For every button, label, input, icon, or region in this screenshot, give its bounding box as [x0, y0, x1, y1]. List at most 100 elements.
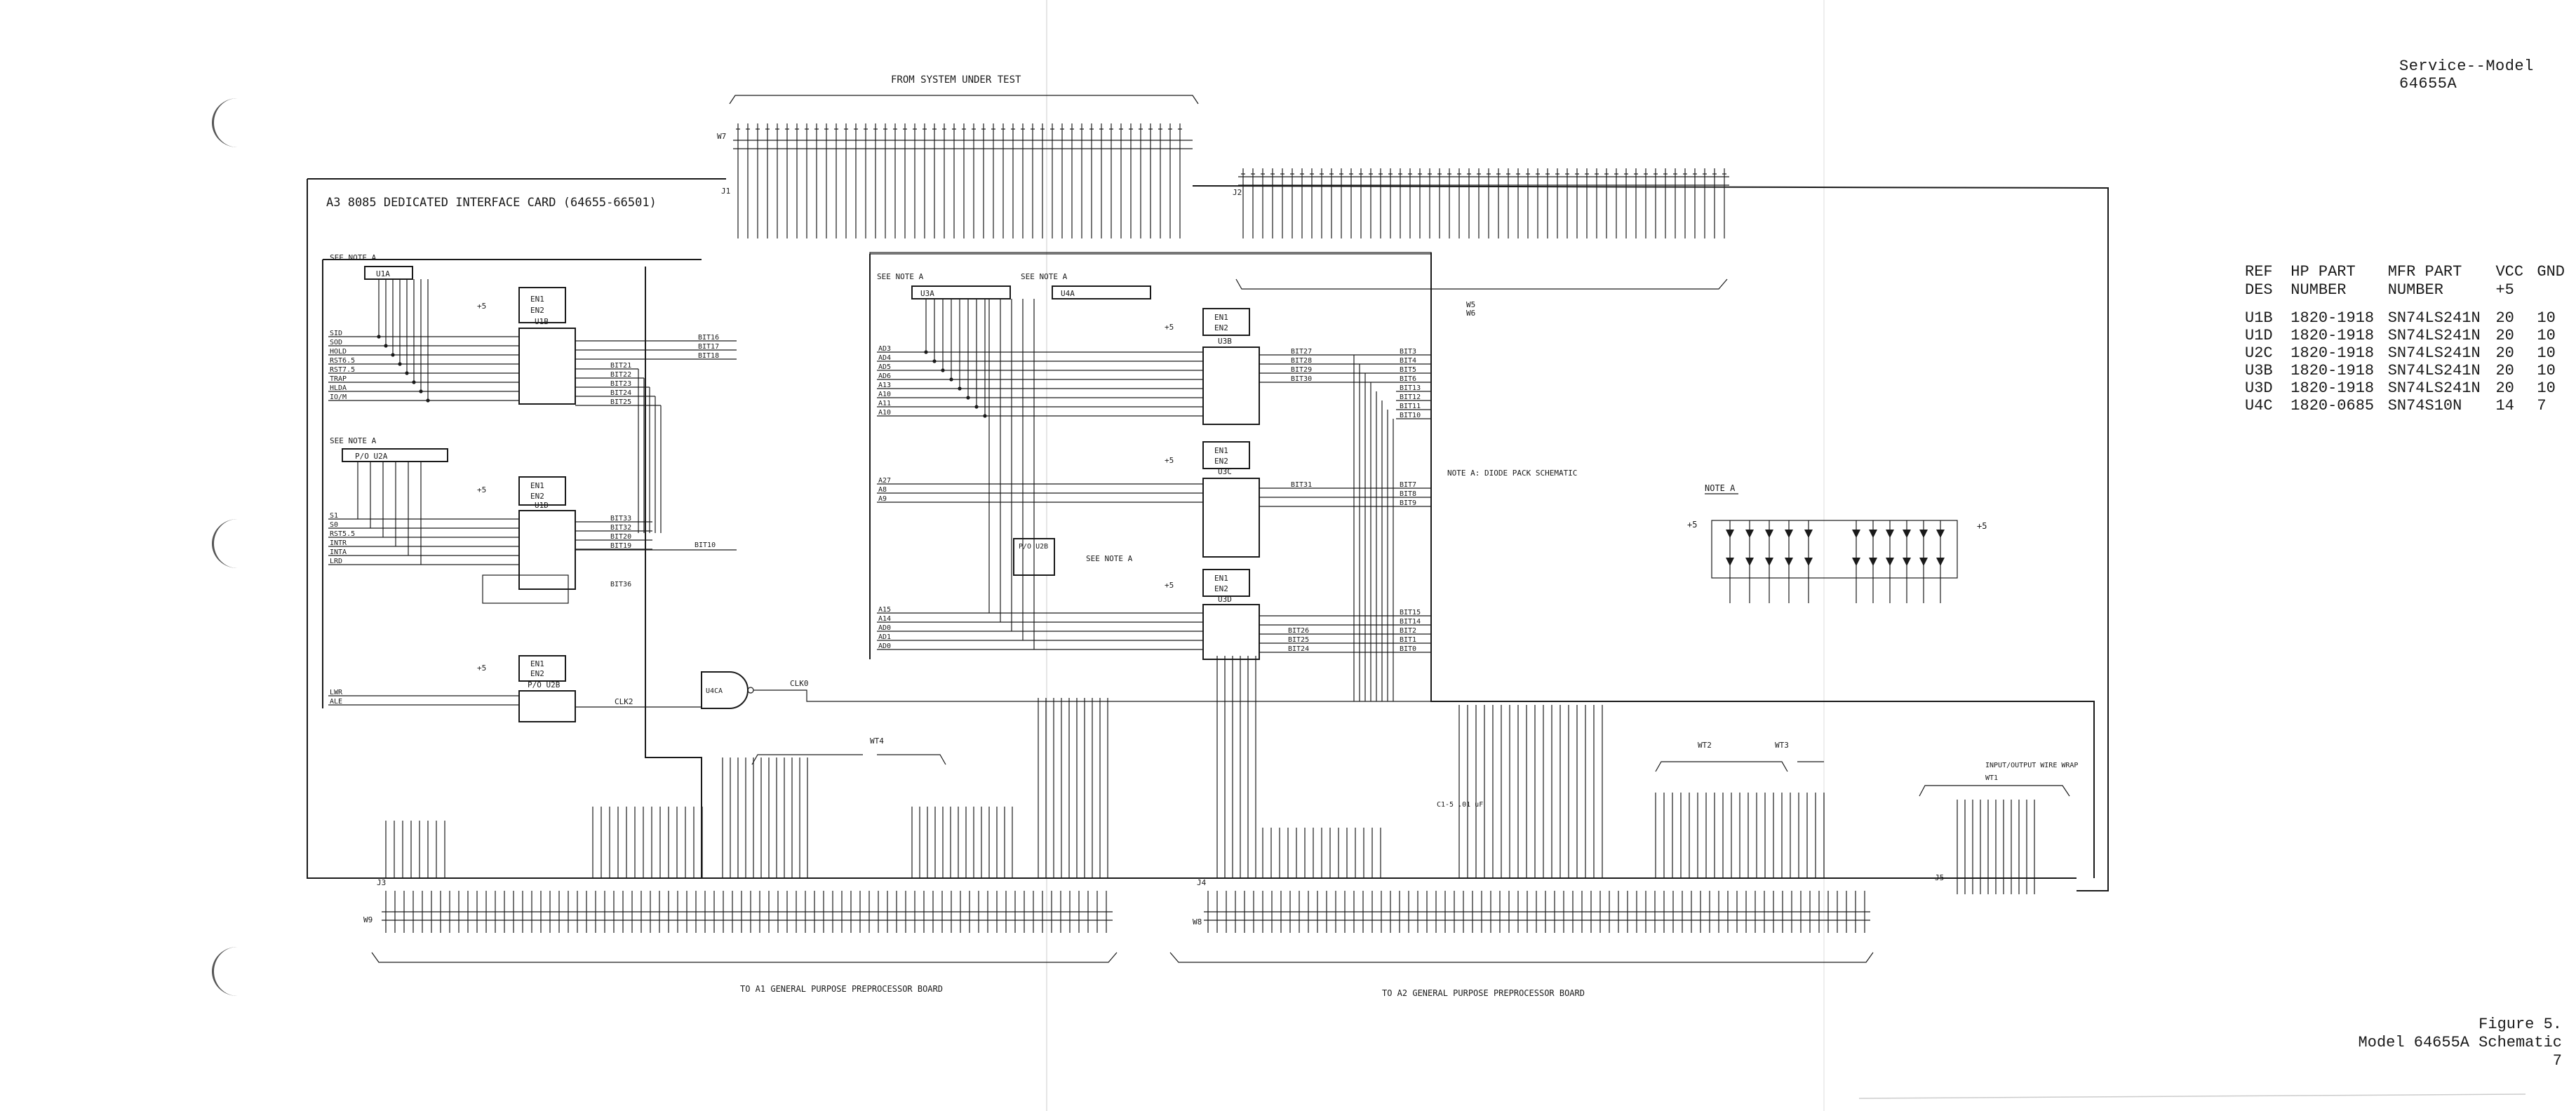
clk2-label: CLK2	[615, 697, 633, 706]
see-note-a-2: SEE NOTE A	[330, 436, 377, 445]
bit-label: BIT2	[1400, 627, 1416, 635]
bit-label: BIT32	[610, 524, 631, 532]
signal-label: A27	[878, 477, 891, 485]
mid-signal-group: AD3AD4AD5AD6A13A10A11A10A27A8A9A15A14AD0…	[869, 254, 1203, 659]
enable-en2-e: EN2	[1214, 457, 1228, 466]
supply-2: +5	[477, 485, 486, 494]
bit-label: BIT12	[1400, 393, 1421, 401]
signal-label: INTA	[330, 548, 347, 556]
bit-label: BIT9	[1400, 499, 1416, 507]
label-j4: J4	[1197, 878, 1207, 887]
bit-label: BIT14	[1400, 618, 1421, 626]
bit-label: BIT25	[610, 398, 631, 406]
signal-label: A14	[878, 615, 891, 623]
bit-label: BIT19	[610, 542, 631, 550]
bit-label: BIT24	[610, 389, 631, 397]
signal-label: AD5	[878, 363, 891, 371]
bit-label: BIT8	[1400, 490, 1416, 498]
bit-label: BIT10	[695, 541, 716, 549]
supply-4: +5	[1165, 323, 1174, 332]
col-hp-part: HP PART NUMBER	[2290, 263, 2356, 299]
signal-label: A8	[878, 486, 887, 494]
signal-label: SOD	[330, 339, 342, 346]
bit-label: BIT15	[1400, 609, 1421, 617]
chip-u4ca: U4CA	[706, 687, 723, 695]
signal-label: TRAP	[330, 375, 347, 383]
col-ref-des: REF DES	[2245, 263, 2273, 299]
note-a-title: NOTE A	[1705, 483, 1736, 493]
label-wt1: WT1	[1985, 774, 1998, 782]
signal-label: A10	[878, 391, 891, 398]
col-gnd: GND	[2537, 263, 2565, 281]
bit-label: BIT31	[1291, 481, 1312, 489]
bit-label: BIT27	[1291, 348, 1312, 356]
signal-label: LWR	[330, 689, 343, 696]
enable-en1-d: EN1	[1214, 313, 1228, 322]
bit-label: BIT18	[698, 352, 719, 360]
bottom-right-label: TO A2 GENERAL PURPOSE PREPROCESSOR BOARD	[1382, 988, 1585, 998]
board-title: A3 8085 DEDICATED INTERFACE CARD (64655-…	[326, 196, 657, 210]
supply-6: +5	[1165, 581, 1174, 590]
pin-line-j3-bar	[382, 911, 1113, 921]
supply-5: +5	[1165, 456, 1174, 465]
bit-label: BIT22	[610, 371, 631, 379]
bit-label: BIT33	[610, 515, 631, 523]
binder-hole-bottom	[212, 947, 263, 996]
cap-label: C1-5 .01 uF	[1437, 801, 1483, 809]
chip-u2c: P/O U2B	[528, 680, 561, 689]
enable-en1-f: EN1	[1214, 574, 1228, 583]
io-label: INPUT/OUTPUT WIRE WRAP	[1985, 762, 2078, 769]
figure-number: Figure 5.	[2478, 1016, 2562, 1033]
bit-label: BIT24	[1288, 645, 1309, 653]
signal-label: RST5.5	[330, 530, 355, 538]
label-w7: W7	[717, 132, 726, 141]
bus-return	[645, 267, 702, 878]
bit-label: BIT13	[1400, 384, 1421, 392]
bit-group-e: BIT27BIT28BIT29BIT30BIT3BIT4BIT5BIT6BIT1…	[1259, 252, 2095, 878]
chip-u1d: U1D	[535, 501, 549, 510]
connector-bar-w7	[733, 140, 1193, 149]
enable-en2-a: EN2	[530, 306, 544, 315]
enable-en2-c: EN2	[530, 669, 544, 678]
label-w6: W6	[1466, 309, 1475, 318]
bit-label: BIT28	[1291, 357, 1312, 365]
signal-label: AD6	[878, 372, 891, 380]
signal-label: A15	[878, 606, 891, 614]
bit-label: BIT20	[610, 533, 631, 541]
note-a-supply-right: +5	[1977, 521, 1987, 531]
diode-note: NOTE A: DIODE PACK SCHEMATIC	[1447, 469, 1577, 478]
signal-label: S0	[330, 521, 338, 529]
bit-label: BIT23	[610, 380, 631, 388]
enable-en1-e: EN1	[1214, 446, 1228, 455]
see-note-a-4: SEE NOTE A	[1021, 272, 1068, 281]
bit-label: BIT5	[1400, 366, 1416, 374]
enable-en1-b: EN1	[530, 481, 544, 490]
top-connector-label: FROM SYSTEM UNDER TEST	[891, 74, 1021, 86]
signal-label: AD4	[878, 354, 891, 362]
pin-line-j4-bar	[1204, 911, 1870, 921]
enable-en2-b: EN2	[530, 492, 544, 501]
label-j1: J1	[721, 187, 730, 196]
figure-caption: Figure 5. Model 64655A Schematic 7	[2359, 1016, 2562, 1070]
signal-label: A9	[878, 495, 887, 503]
bottom-connectors	[382, 656, 2035, 933]
chip-u1a: U1A	[376, 269, 390, 278]
enable-en1-c: EN1	[530, 659, 544, 668]
signal-label: AD3	[878, 345, 891, 353]
signal-label: AD0	[878, 624, 891, 632]
note-a-supply-left: +5	[1687, 520, 1697, 530]
bit-label: BIT4	[1400, 357, 1416, 365]
signal-label: RST7.5	[330, 366, 355, 374]
binder-hole-middle	[212, 519, 263, 568]
label-j5: J5	[1935, 873, 1944, 882]
signal-label: HOLD	[330, 348, 347, 356]
signal-label: A11	[878, 400, 891, 408]
diode-pack-outline	[1711, 520, 1958, 579]
